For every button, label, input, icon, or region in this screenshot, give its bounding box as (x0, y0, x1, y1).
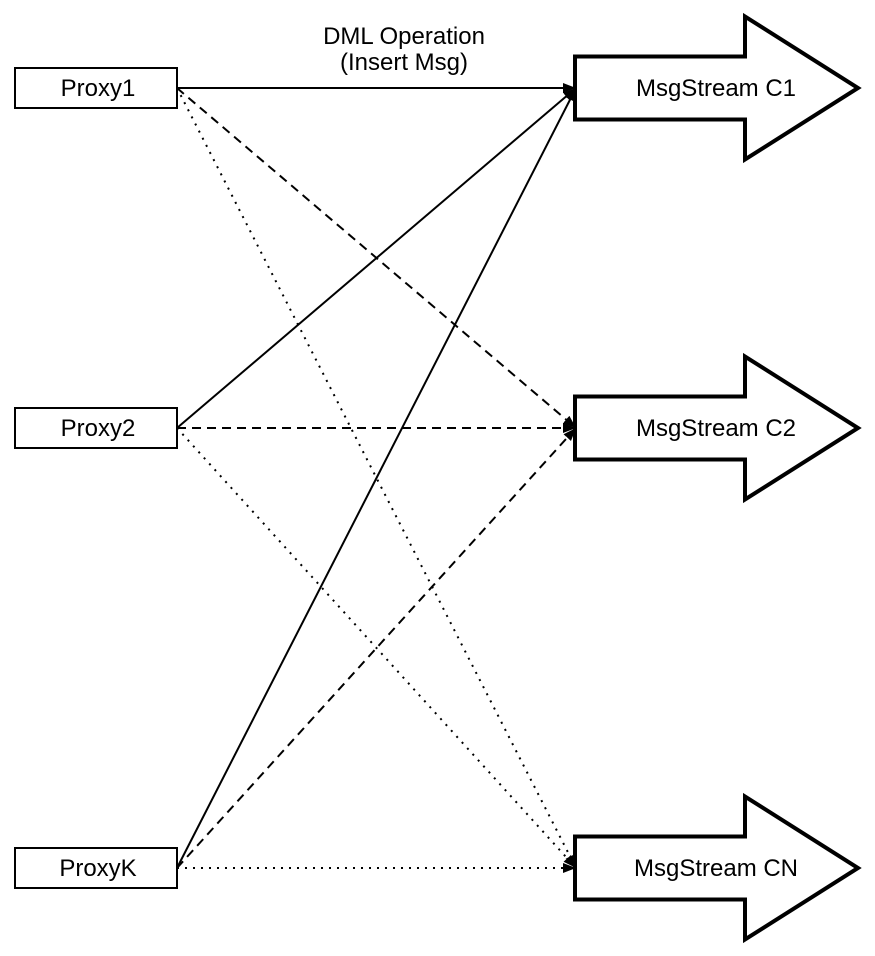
node-msgstream-c1: MsgStream C1 (573, 12, 862, 164)
msgstream-cn-label: MsgStream CN (634, 855, 798, 882)
msgstream-c1-label: MsgStream C1 (636, 75, 796, 102)
proxyk-label: ProxyK (59, 855, 136, 882)
node-proxyk: ProxyK (14, 847, 178, 889)
node-proxy2: Proxy2 (14, 407, 178, 449)
diagram-title-line1: DML Operation (323, 23, 485, 50)
proxy2-box (14, 407, 178, 449)
edge-proxy2-to-c1 (176, 87, 577, 429)
node-msgstream-cn: MsgStream CN (573, 792, 862, 944)
proxy1-label: Proxy1 (61, 75, 136, 102)
msgstream-c2-label: MsgStream C2 (636, 415, 796, 442)
msgstream-cn-arrow-shape (573, 792, 862, 944)
edge-proxyk-to-c1 (176, 87, 577, 869)
edge-proxy2-to-cn (176, 427, 577, 869)
node-proxy1: Proxy1 (14, 67, 178, 109)
node-msgstream-c2: MsgStream C2 (573, 352, 862, 504)
msgstream-c2-arrow-shape (573, 352, 862, 504)
proxyk-box (14, 847, 178, 889)
proxy2-label: Proxy2 (61, 415, 136, 442)
diagram-title-line2: (Insert Msg) (340, 49, 468, 76)
edges-group (176, 83, 577, 873)
msgstream-c1-arrow-shape (573, 12, 862, 164)
proxy1-box (14, 67, 178, 109)
edge-proxyk-to-c2 (176, 427, 577, 869)
diagram-title: DML Operation (Insert Msg) (323, 23, 485, 76)
